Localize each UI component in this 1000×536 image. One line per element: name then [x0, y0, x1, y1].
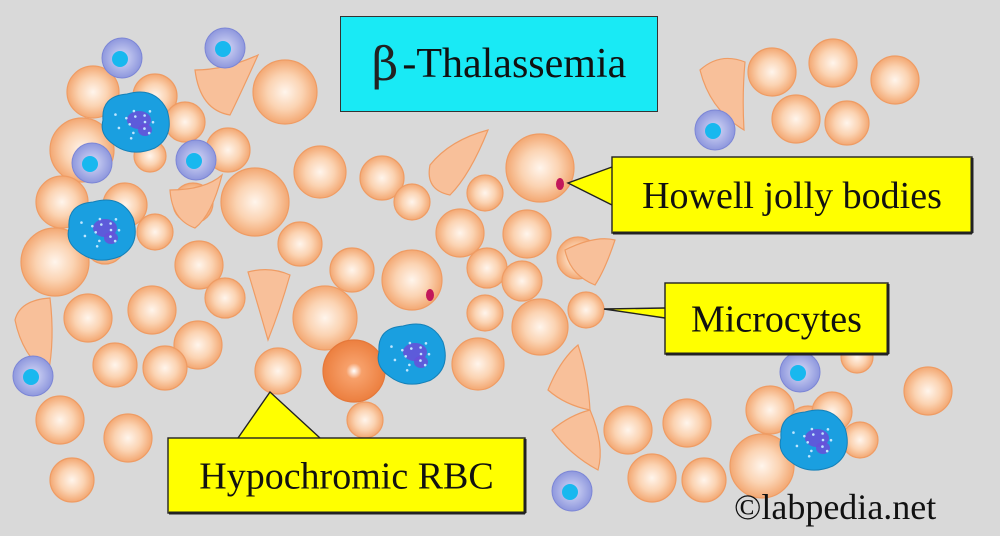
rbc-cell [103, 413, 153, 463]
callout-pointer [603, 307, 666, 319]
callout-box [167, 437, 526, 514]
lymphocyte [71, 142, 113, 184]
beta-symbol: β [371, 37, 399, 91]
callout-box [611, 156, 973, 234]
lymphocyte [12, 355, 54, 397]
callout-howell: Howell jolly bodies [566, 156, 974, 235]
callout-layer: Howell jolly bodiesMicrocytesHypochromic… [167, 156, 974, 515]
rbc-cell [502, 209, 552, 259]
rbc-cell [136, 213, 174, 251]
rbc-cell [603, 405, 653, 455]
rbc-cell [293, 145, 347, 199]
rbc-cell [808, 38, 858, 88]
fragmented-rbc [247, 269, 291, 342]
dense-rbc [322, 339, 386, 403]
rbc-cell [451, 337, 505, 391]
lymphocyte [779, 351, 821, 393]
rbc-cell [204, 277, 246, 319]
rbc-cell [870, 55, 920, 105]
rbc-cell [747, 47, 797, 97]
neutrophil [779, 409, 848, 471]
howell-jolly-body [426, 289, 434, 301]
callout-label-howell: Howell jolly bodies [642, 175, 942, 217]
wbc-layer [12, 27, 848, 512]
rbc-cell [127, 285, 177, 335]
rbc-cell [505, 133, 575, 203]
rbc-cell [824, 100, 870, 146]
rbc-cell [164, 101, 206, 143]
rbc-cell [435, 208, 485, 258]
fragmented-rbc [14, 297, 53, 377]
rbc-cell [745, 385, 795, 435]
rbc-cell [254, 347, 302, 395]
rbc-cell [220, 167, 290, 237]
rbc-cell [466, 174, 504, 212]
callout-pointer [566, 166, 613, 206]
lymphocyte [204, 27, 246, 69]
rbc-cell [681, 457, 727, 503]
callout-box [664, 282, 889, 355]
howell-jolly-body [556, 178, 564, 190]
lymphocyte [551, 470, 593, 512]
callout-hypochromic: Hypochromic RBC [167, 390, 527, 515]
rbc-cell [142, 345, 188, 391]
rbc-cell [567, 291, 605, 329]
fragmented-rbc [699, 57, 746, 132]
rbc-cell [346, 401, 384, 439]
neutrophil [101, 91, 170, 153]
rbc-cell [729, 433, 795, 499]
rbc-cell [173, 320, 223, 370]
neutrophil [67, 199, 136, 261]
rbc-cell [359, 155, 405, 201]
fragmented-rbc [428, 129, 489, 196]
callout-label-microcytes: Microcytes [691, 299, 862, 341]
lymphocyte [694, 109, 736, 151]
rbc-cell [466, 247, 508, 289]
rbc-cell [277, 221, 323, 267]
rbc-cell [292, 285, 358, 351]
fragment-layer [14, 53, 746, 471]
rbc-cell [329, 247, 375, 293]
callout-microcytes: Microcytes [603, 282, 890, 356]
rbc-cell [501, 260, 543, 302]
watermark: ©labpedia.net [734, 487, 937, 527]
rbc-cell [174, 240, 224, 290]
rbc-cell [49, 457, 95, 503]
rbc-cell [466, 294, 504, 332]
callout-pointer [237, 390, 321, 439]
rbc-cell [252, 59, 318, 125]
callout-label-hypochromic: Hypochromic RBC [199, 456, 493, 498]
rbc-cell [627, 453, 677, 503]
page-title: -Thalassemia [402, 41, 627, 87]
lymphocyte [101, 37, 143, 79]
rbc-cell [381, 249, 443, 311]
rbc-cell [63, 293, 113, 343]
rbc-cell [511, 298, 569, 356]
rbc-cell [771, 94, 821, 144]
rbc-cell [903, 366, 953, 416]
title-box: β -Thalassemia [340, 16, 658, 112]
lymphocyte [175, 139, 217, 181]
rbc-cell [92, 342, 138, 388]
rbc-layer [20, 38, 953, 503]
fragmented-rbc [564, 238, 616, 286]
rbc-cell [662, 398, 712, 448]
rbc-cell [393, 183, 431, 221]
fragmented-rbc [169, 173, 224, 229]
fragmented-rbc [551, 409, 601, 471]
neutrophil [377, 323, 446, 385]
rbc-cell [35, 395, 85, 445]
fragmented-rbc [547, 343, 591, 411]
